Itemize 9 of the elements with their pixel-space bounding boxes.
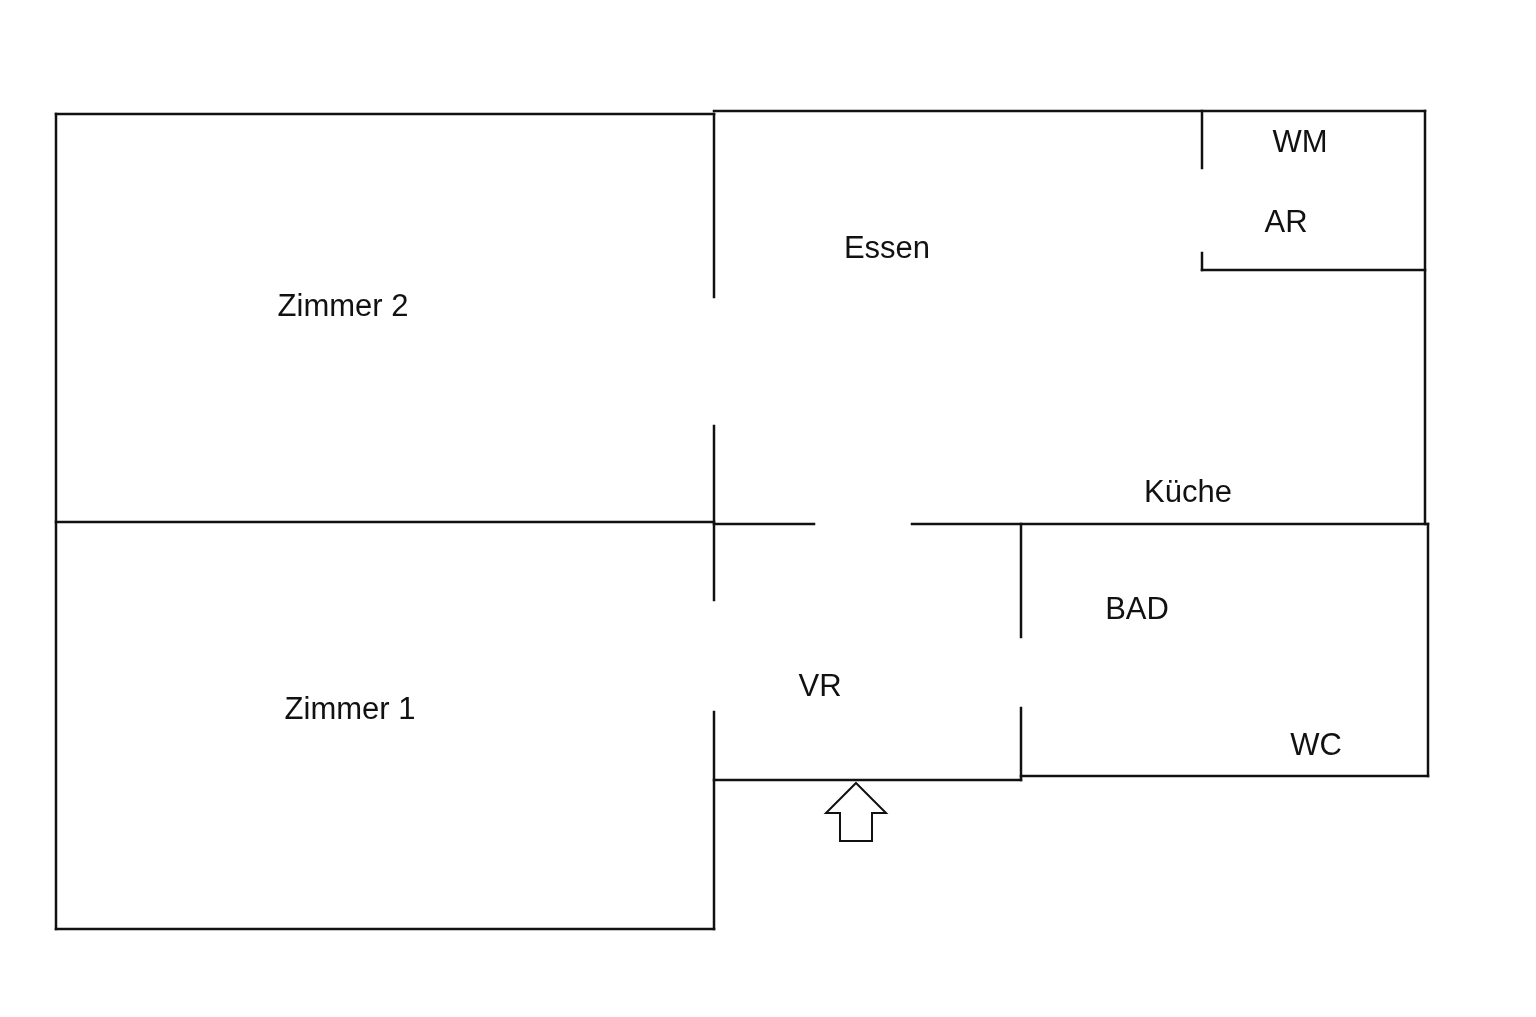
room-label: WC bbox=[1290, 727, 1342, 763]
room-label: WM bbox=[1272, 124, 1328, 160]
room-label: Zimmer 1 bbox=[284, 691, 416, 727]
room-label: VR bbox=[798, 668, 842, 704]
room-label: Zimmer 2 bbox=[277, 288, 409, 324]
room-label: AR bbox=[1264, 204, 1308, 240]
room-label: Essen bbox=[843, 230, 931, 266]
room-label: BAD bbox=[1105, 591, 1169, 627]
room-label: Küche bbox=[1144, 474, 1232, 510]
